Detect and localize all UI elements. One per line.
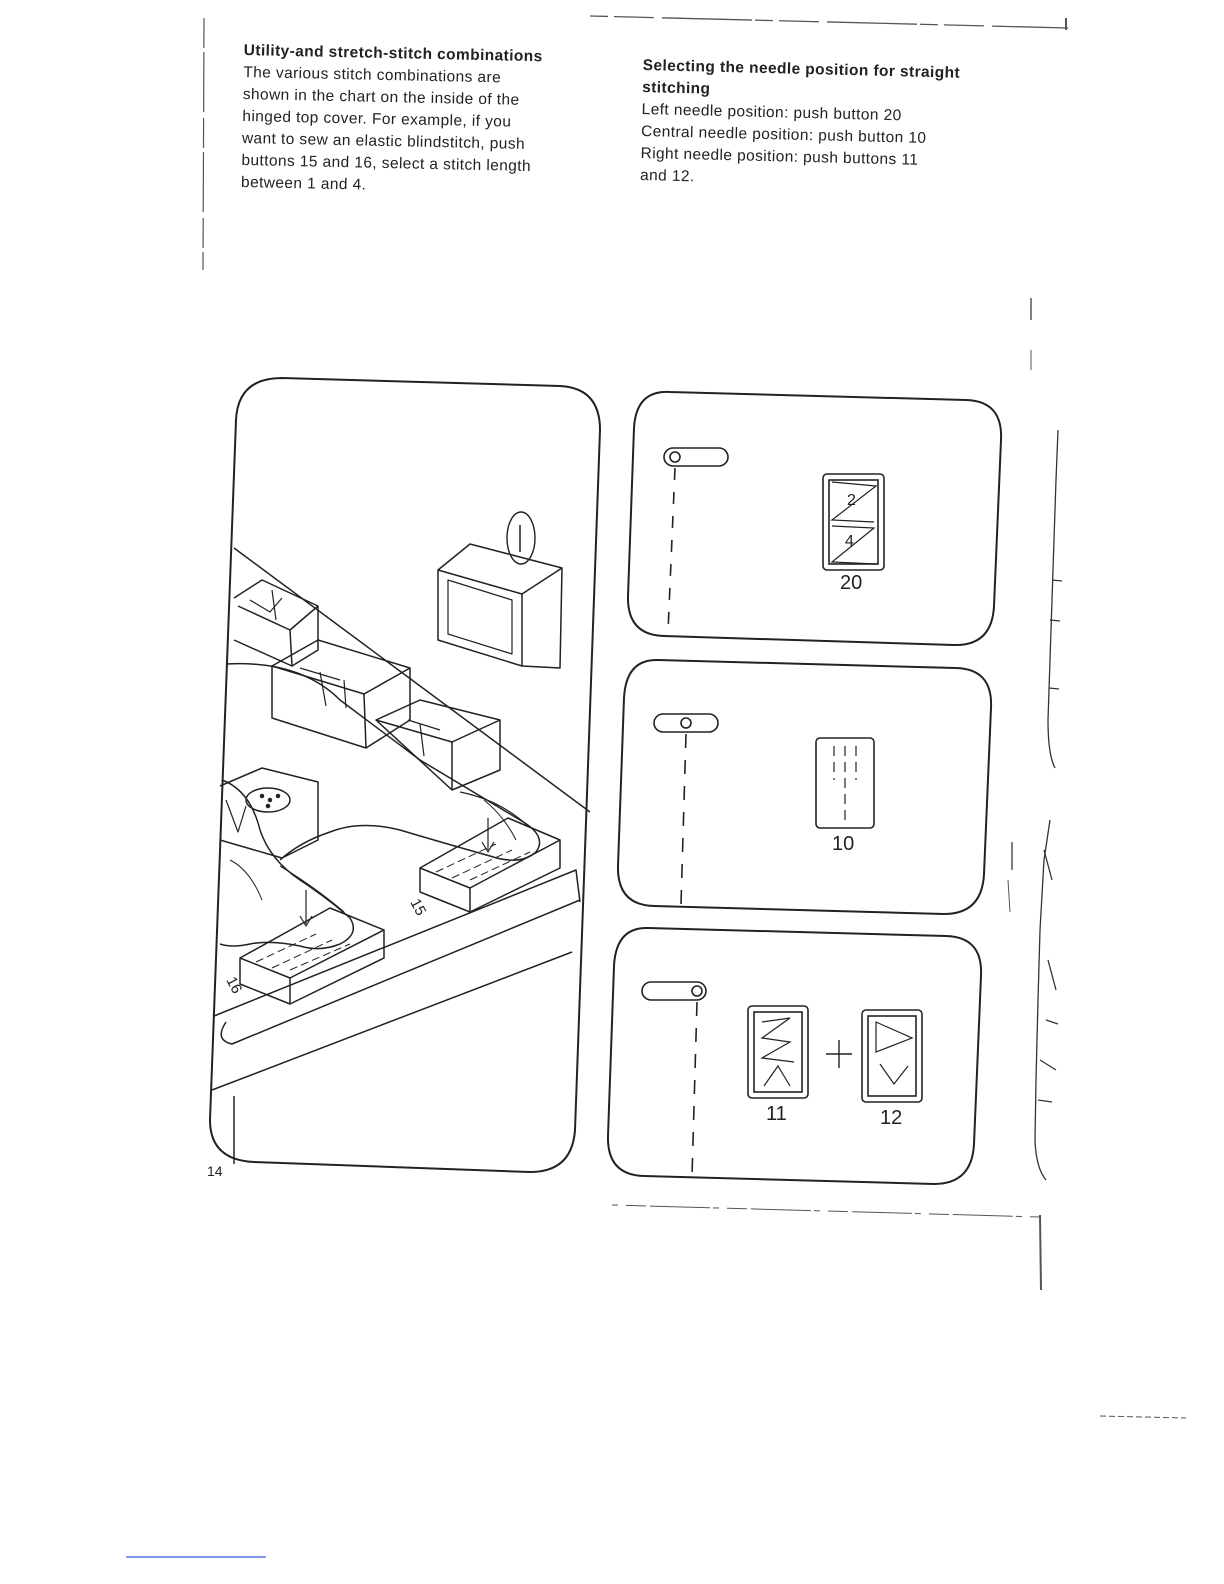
button-12-symbol	[861, 1009, 923, 1103]
stitch-line-center	[680, 733, 687, 905]
button-number-10: 10	[832, 833, 854, 855]
presser-foot-slot-icon	[641, 981, 707, 1001]
button-label-16: 16	[222, 974, 245, 997]
button-label-15: 15	[406, 896, 429, 919]
panel-left-needle	[626, 390, 1003, 647]
adjacent-page-edge	[1034, 429, 1063, 1181]
panel-right-needle	[606, 926, 983, 1186]
button-number-11: 11	[766, 1103, 787, 1125]
panel-central-needle	[616, 658, 993, 916]
length-mark-2: 2	[847, 492, 856, 509]
hand-pressing-buttons-illustration	[209, 377, 601, 1173]
button-20-symbol	[822, 473, 885, 571]
button-11-symbol	[747, 1005, 809, 1099]
button-10-symbol	[815, 737, 875, 829]
button-number-20: 20	[840, 572, 862, 594]
length-mark-4: 4	[845, 533, 854, 550]
presser-foot-slot-icon	[663, 447, 729, 467]
stitch-line-left	[667, 467, 676, 633]
stitch-line-right	[691, 1001, 698, 1177]
scan-margin-marks	[126, 15, 1187, 1558]
plus-sign	[826, 1040, 852, 1068]
button-number-12: 12	[880, 1107, 902, 1129]
presser-foot-slot-icon	[653, 713, 719, 733]
page-number: 14	[207, 1163, 223, 1179]
